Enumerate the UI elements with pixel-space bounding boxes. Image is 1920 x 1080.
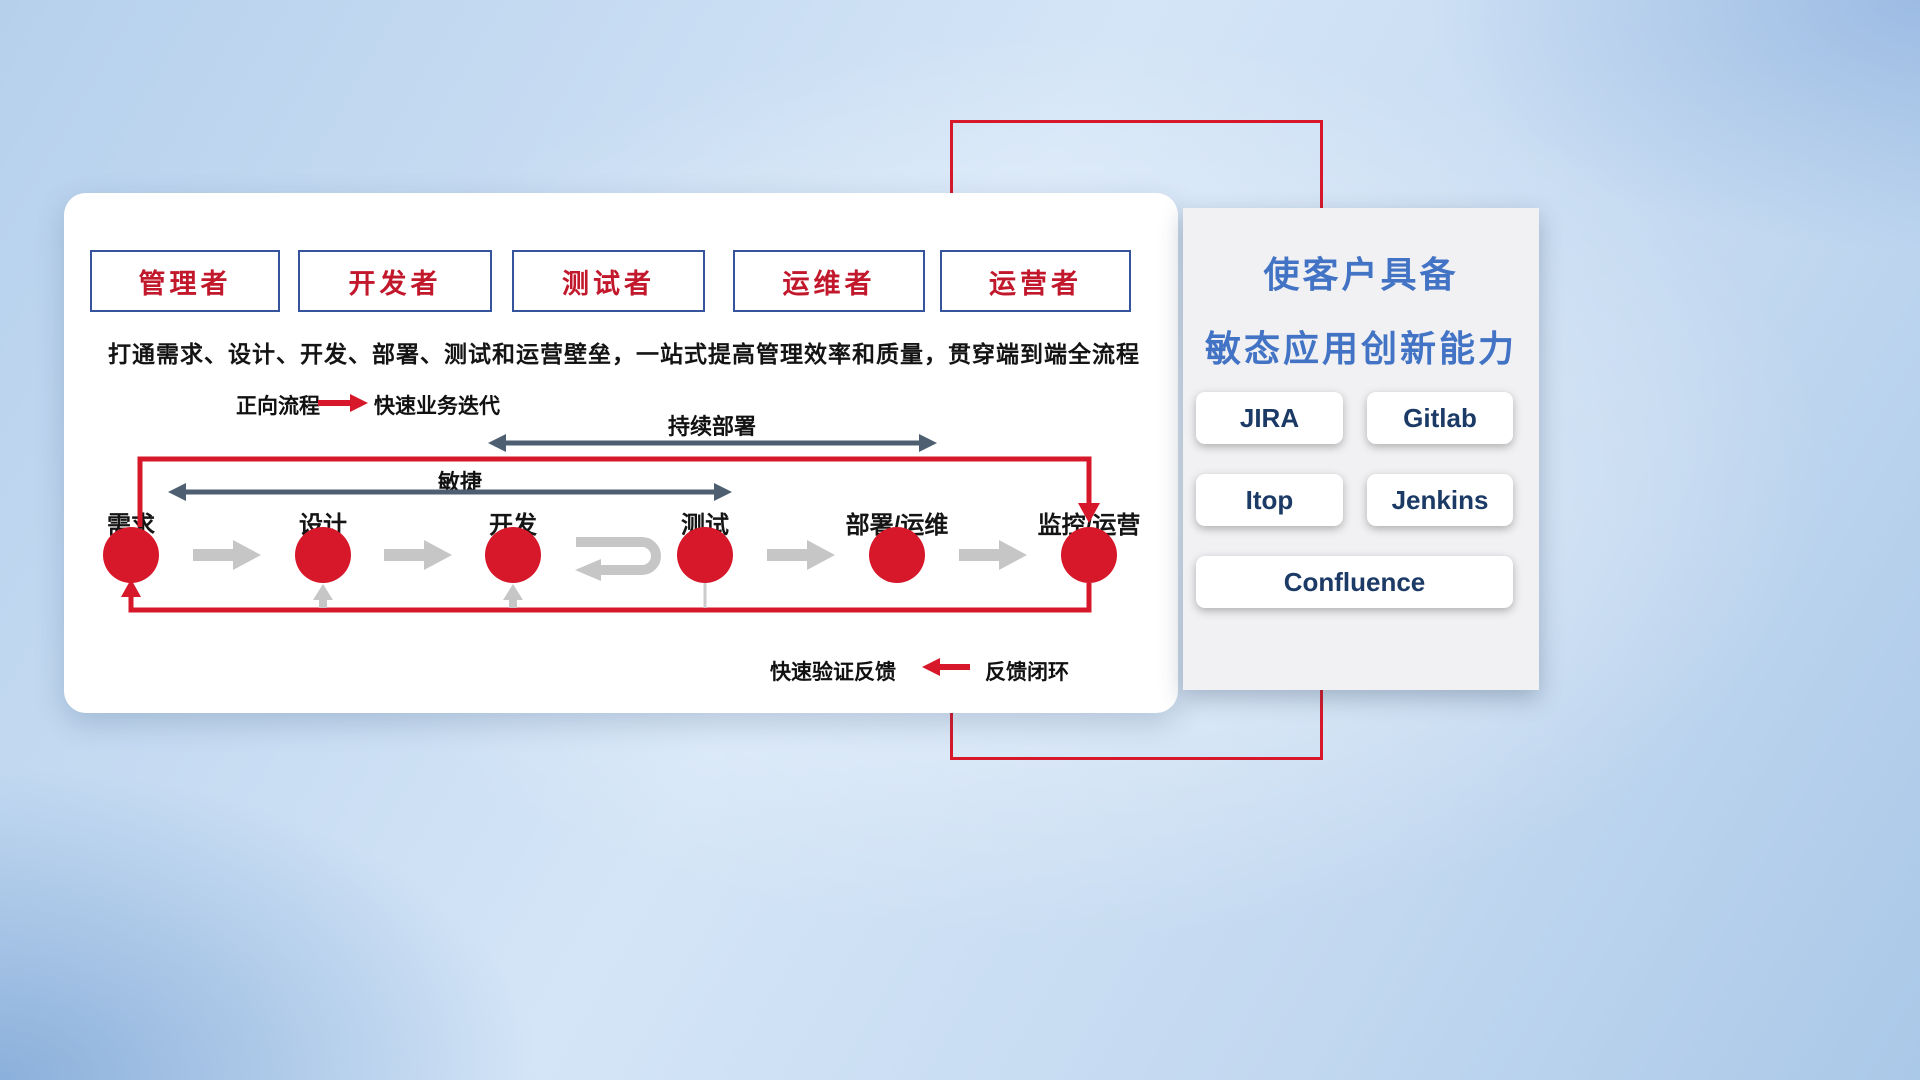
up-arrow-icon	[313, 584, 333, 600]
left-arrow-icon	[488, 434, 506, 452]
stage-node-test	[677, 527, 733, 583]
right-arrow-icon	[714, 483, 732, 501]
continuous-deployment-arrow	[488, 434, 937, 452]
flow-description: 打通需求、设计、开发、部署、测试和运营壁垒，一站式提高管理效率和质量，贯穿端到端…	[108, 341, 1140, 367]
capability-panel: 使客户具备 敏态应用创新能力 JIRA Gitlab Itop Jenkins …	[1183, 208, 1539, 690]
step-arrow-icon	[384, 540, 452, 570]
devops-flow-card: 管理者 开发者 测试者 运维者 运营者 打通需求、设计、开发、部署、测试和运营壁…	[64, 193, 1178, 713]
down-arrow-icon	[1078, 503, 1100, 523]
step-arrow-icon	[959, 540, 1027, 570]
role-box-manager: 管理者	[90, 250, 280, 312]
up-arrow-icon	[121, 579, 141, 597]
role-box-ops: 运维者	[733, 250, 925, 312]
stage-node-requirements	[103, 527, 159, 583]
forward-loop-line	[137, 456, 1100, 527]
tool-chip-jira: JIRA	[1196, 392, 1343, 444]
legend-forward-label: 正向流程	[236, 395, 320, 418]
role-label: 测试者	[562, 268, 655, 299]
continuous-deployment-label: 持续部署	[667, 414, 756, 439]
flow-diagram-canvas	[103, 394, 1117, 676]
iterate-loop-arrow-icon	[575, 537, 661, 581]
role-label: 运维者	[782, 268, 876, 299]
stage-nodes	[103, 527, 1117, 583]
panel-title-line1: 使客户具备	[1263, 254, 1459, 295]
feedback-up-arrows	[313, 583, 707, 608]
feedback-loop-line	[121, 579, 1092, 613]
role-label: 运营者	[989, 268, 1082, 299]
role-box-operator: 运营者	[940, 250, 1131, 312]
left-arrow-icon	[168, 483, 186, 501]
stage-node-develop	[485, 527, 541, 583]
legend-feedback-desc: 快速验证反馈	[770, 661, 896, 684]
step-arrow-icon	[767, 540, 835, 570]
stage-node-monitor-ops	[1061, 527, 1117, 583]
tool-chip-gitlab: Gitlab	[1367, 392, 1513, 444]
role-box-developer: 开发者	[298, 250, 492, 312]
tool-chip-jenkins: Jenkins	[1367, 474, 1513, 526]
agile-arrow	[168, 483, 732, 501]
role-label: 管理者	[138, 268, 232, 299]
legend-feedback-arrow-icon	[922, 658, 970, 676]
role-label: 开发者	[348, 268, 442, 299]
up-arrow-icon	[503, 584, 523, 600]
step-arrows	[193, 540, 1027, 570]
tool-chip-confluence: Confluence	[1196, 556, 1513, 608]
legend-feedback-label: 反馈闭环	[985, 661, 1069, 684]
stage-node-design	[295, 527, 351, 583]
stage-node-deploy-ops	[869, 527, 925, 583]
tool-chip-itop: Itop	[1196, 474, 1343, 526]
panel-title-line2: 敏态应用创新能力	[1204, 328, 1517, 369]
role-box-tester: 测试者	[512, 250, 705, 312]
legend-forward-arrow-icon	[318, 394, 368, 412]
legend-forward-desc: 快速业务迭代	[374, 395, 500, 418]
right-arrow-icon	[919, 434, 937, 452]
step-arrow-icon	[193, 540, 261, 570]
